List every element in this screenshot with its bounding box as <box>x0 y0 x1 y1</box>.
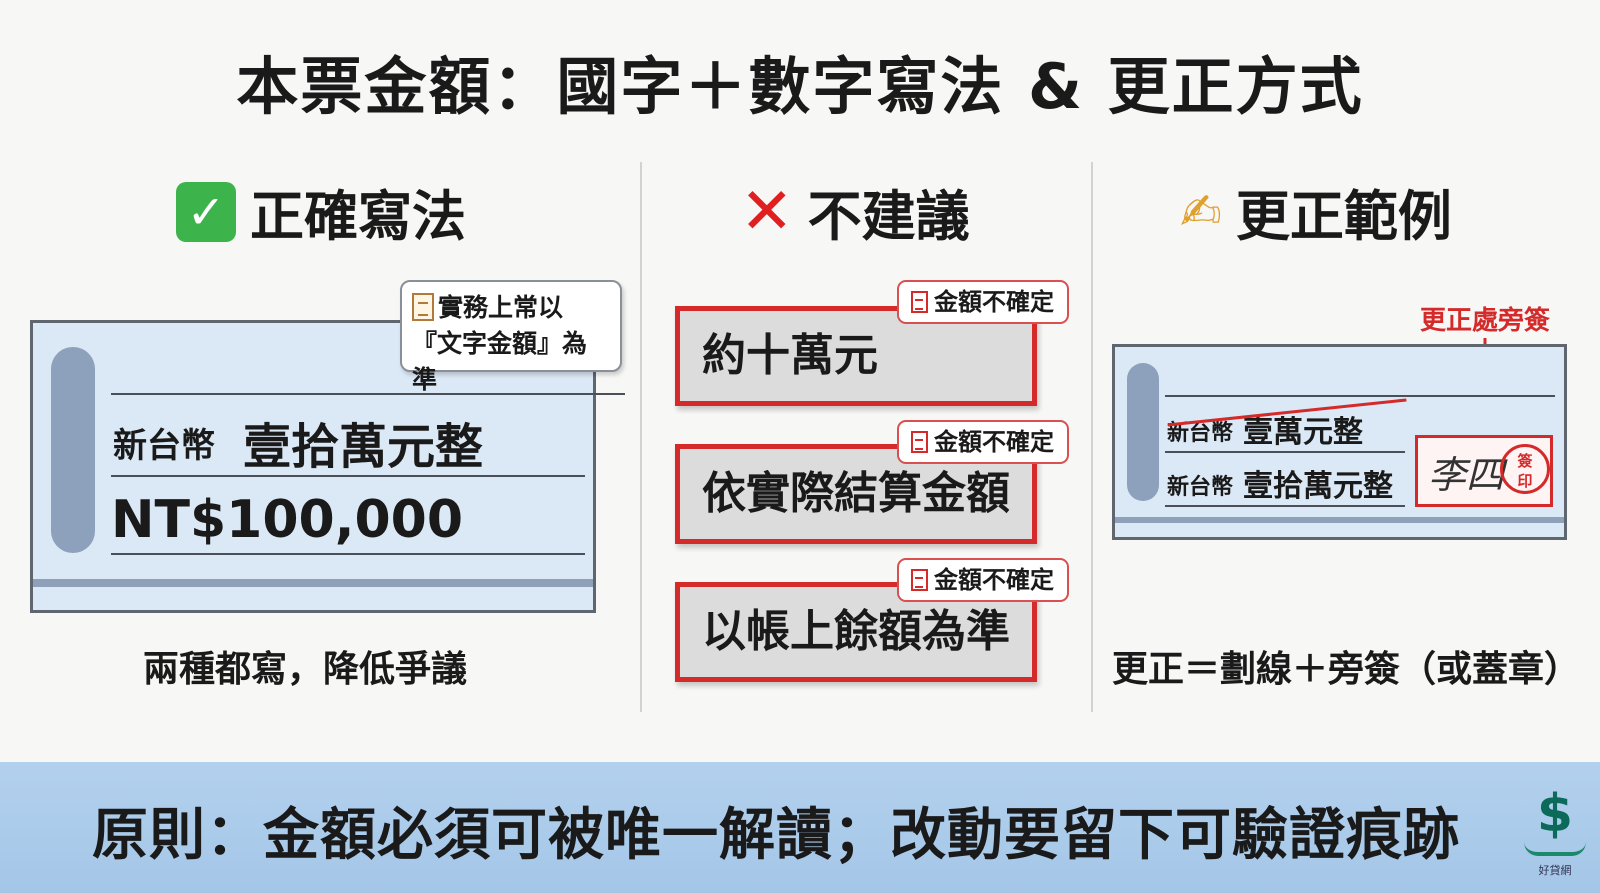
writing-hand-icon: ✍ <box>1180 182 1222 241</box>
brand-logo: $ 好貸網 <box>1515 786 1595 886</box>
signature-box: 李四 簽 印 <box>1415 435 1553 507</box>
uncertain-tag: 金額不確定 <box>897 420 1069 464</box>
check-line <box>111 393 625 395</box>
uncertain-tag: 金額不確定 <box>897 558 1069 602</box>
seal-char: 簽 <box>1517 452 1533 470</box>
not-recommended-heading: ✕ 不建議 <box>740 172 970 251</box>
document-icon <box>911 431 928 453</box>
uncertain-tag-label: 金額不確定 <box>934 428 1054 456</box>
check-line <box>111 475 585 477</box>
correction-check: 新台幣 壹萬元整 新台幣 壹拾萬元整 李四 簽 印 <box>1112 344 1567 540</box>
seal-char: 印 <box>1517 472 1533 490</box>
column-divider <box>640 162 642 712</box>
correct-heading-label: 正確寫法 <box>250 185 466 248</box>
new-amount: 壹拾萬元整 <box>1243 469 1393 504</box>
correct-heading: ✓ 正確寫法 <box>176 172 466 251</box>
footer-principle: 原則：金額必須可被唯一解讀；改動要留下可驗證痕跡 <box>92 803 1460 868</box>
column-divider <box>1091 162 1093 712</box>
correction-heading-label: 更正範例 <box>1235 185 1452 248</box>
not-recommended-heading-label: 不建議 <box>807 185 970 248</box>
check-band <box>33 579 593 587</box>
check-stub <box>51 347 95 553</box>
uncertain-tag-label: 金額不確定 <box>934 288 1054 316</box>
document-icon <box>911 291 928 313</box>
check-line <box>111 553 585 555</box>
uncertain-tag-label: 金額不確定 <box>934 566 1054 594</box>
amount-words: 壹拾萬元整 <box>243 419 484 475</box>
correction-caption: 更正＝劃線＋旁簽（或蓋章） <box>1112 649 1581 690</box>
logo-text: 好貸網 <box>1538 864 1572 877</box>
practice-note: 實務上常以 『文字金額』為準 <box>400 280 622 394</box>
logo-arc <box>1524 842 1586 856</box>
currency-label: 新台幣 <box>113 426 215 466</box>
x-icon: ✕ <box>740 174 794 249</box>
dollar-icon: $ <box>1536 784 1574 844</box>
old-amount: 壹萬元整 <box>1243 415 1363 450</box>
correction-heading: ✍ 更正範例 <box>1180 172 1452 251</box>
check-line <box>1165 395 1555 397</box>
correct-caption: 兩種都寫，降低爭議 <box>143 649 468 690</box>
page-title: 本票金額：國字＋數字寫法 & 更正方式 <box>236 50 1364 123</box>
footer-banner <box>0 762 1600 893</box>
document-icon <box>412 293 434 321</box>
new-currency-label: 新台幣 <box>1167 475 1234 500</box>
uncertain-tag: 金額不確定 <box>897 280 1069 324</box>
arrow-label: 更正處旁簽 <box>1420 306 1551 336</box>
document-icon <box>911 569 928 591</box>
note-line-2: 『文字金額』為準 <box>412 329 588 394</box>
check-line <box>1165 451 1405 453</box>
signature: 李四 <box>1428 453 1505 497</box>
amount-number: NT$100,000 <box>111 490 464 550</box>
seal-stamp: 簽 印 <box>1500 444 1550 494</box>
check-band <box>1115 517 1564 523</box>
check-icon: ✓ <box>176 181 236 242</box>
note-line-1: 實務上常以 <box>438 293 564 322</box>
bad-example: 約十萬元 <box>675 306 1037 406</box>
check-line <box>1165 505 1405 507</box>
check-stub <box>1127 363 1159 501</box>
